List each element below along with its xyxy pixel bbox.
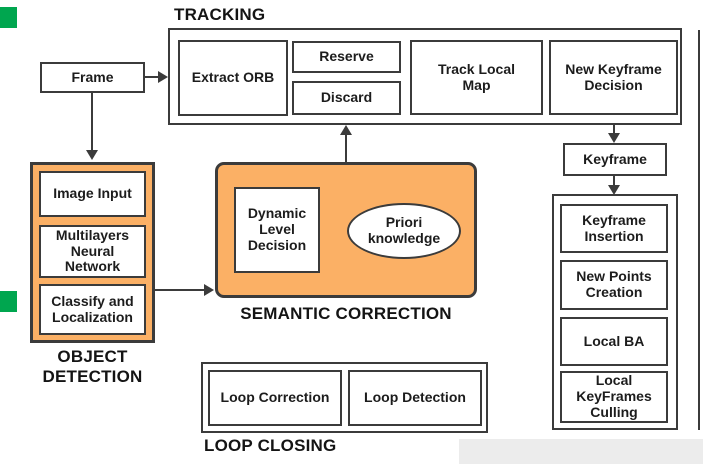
image-input-box: Image Input	[39, 171, 146, 217]
classify-and-localization-box: Classify and Localization	[39, 284, 146, 335]
new-points-creation-box: New Points Creation	[560, 260, 668, 310]
reserve-box: Reserve	[292, 41, 401, 73]
new-keyframe-decision-box: New Keyframe Decision	[549, 40, 678, 115]
arrow-detection-to-semantic-head	[204, 284, 214, 296]
object-detection-section-label: OBJECT DETECTION	[30, 347, 155, 387]
green-edge-marker-middle	[0, 291, 17, 312]
priori-knowledge-ellipse: Priori knowledge	[347, 203, 461, 259]
object-detection-label-line2: DETECTION	[42, 367, 143, 387]
local-keyframes-culling-box: Local KeyFrames Culling	[560, 371, 668, 423]
arrow-keyframe-to-localmapping-line	[613, 176, 615, 187]
loop-detection-box: Loop Detection	[348, 370, 482, 426]
object-detection-label-line1: OBJECT	[57, 347, 128, 366]
arrow-semantic-to-tracking-head	[340, 125, 352, 135]
arrow-detection-to-semantic-line	[155, 289, 207, 291]
local-ba-box: Local BA	[560, 317, 668, 366]
keyframe-insertion-box: Keyframe Insertion	[560, 204, 668, 253]
arrow-nkd-to-keyframe-head	[608, 133, 620, 143]
keyframe-box: Keyframe	[563, 143, 667, 176]
arrow-frame-to-tracking-head	[158, 71, 168, 83]
arrow-frame-to-tracking-line	[145, 76, 161, 78]
gray-band-artifact	[459, 439, 703, 464]
loop-correction-box: Loop Correction	[208, 370, 342, 426]
arrow-nkd-to-keyframe-line	[613, 125, 615, 135]
green-edge-marker-top	[0, 7, 17, 28]
extract-orb-box: Extract ORB	[178, 40, 288, 116]
frame-box: Frame	[40, 62, 145, 93]
arrow-semantic-to-tracking-line	[345, 133, 347, 162]
dynamic-level-decision-box: Dynamic Level Decision	[234, 187, 320, 273]
arrow-frame-to-object-detection-line	[91, 93, 93, 151]
tracking-section-label: TRACKING	[174, 5, 266, 24]
loop-closing-section-label: LOOP CLOSING	[204, 436, 337, 455]
track-local-map-box: Track Local Map	[410, 40, 543, 115]
multilayers-neural-network-box: Multilayers Neural Network	[39, 225, 146, 278]
arrow-frame-to-object-detection-head	[86, 150, 98, 160]
arrow-keyframe-to-localmapping-head	[608, 185, 620, 195]
semantic-correction-section-label: SEMANTIC CORRECTION	[240, 304, 452, 323]
discard-box: Discard	[292, 81, 401, 115]
figure-right-border	[698, 30, 700, 430]
